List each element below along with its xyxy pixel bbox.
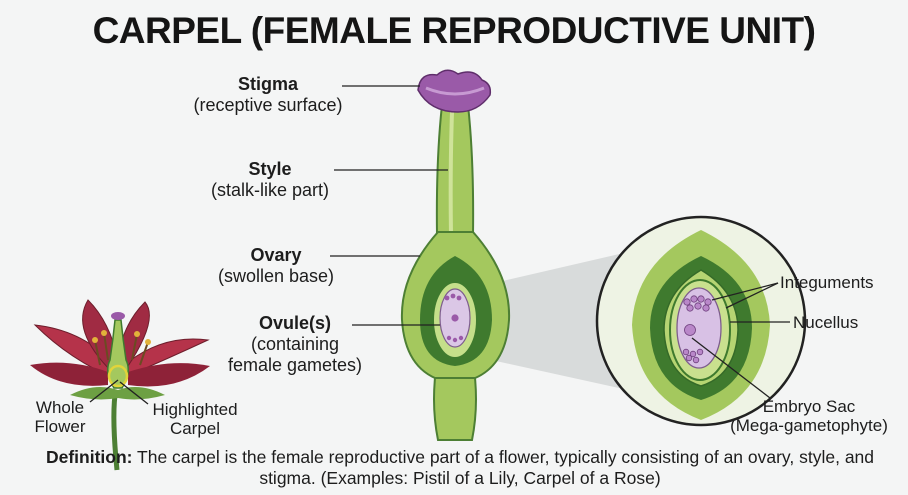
ovule-desc-1: (containing [250,334,340,354]
ovule-label: Ovule(s) (containing female gametes) [220,313,370,376]
whole-flower-label: Whole Flower [22,398,98,436]
style-name: Style [248,159,292,179]
highlighted-carpel-line-2: Carpel [169,419,221,438]
whole-flower [30,299,210,471]
definition-body: The carpel is the female reproductive pa… [137,447,875,488]
embryo-sac-name: Embryo Sac [762,397,856,416]
highlighted-carpel-label: Highlighted Carpel [140,400,250,438]
style-label: Style (stalk-like part) [190,159,350,201]
whole-flower-line-1: Whole [35,398,85,417]
stigma-shape [417,69,492,113]
embryo-sac-label: Embryo Sac (Mega-gametophyte) [716,397,902,435]
leader-lines [89,85,790,405]
stigma-desc: (receptive surface) [193,95,343,115]
egg-apparatus-cells [682,295,712,364]
definition-text: Definition: The carpel is the female rep… [40,447,880,489]
page-title: CARPEL (FEMALE REPRODUCTIVE UNIT) [92,10,816,51]
stigma-label: Stigma (receptive surface) [178,74,358,116]
whole-flower-line-2: Flower [34,417,86,436]
highlighted-carpel-line-1: Highlighted [152,400,238,419]
pedicel [433,377,477,441]
ovary-name: Ovary [250,245,302,265]
style-desc: (stalk-like part) [210,180,330,200]
ovary-desc: (swollen base) [217,266,335,286]
integuments-label: Integuments [780,273,874,292]
ovule-name: Ovule(s) [258,313,332,333]
embryo-sac-note: (Mega-gametophyte) [730,416,888,435]
definition-term: Definition: [45,447,133,467]
stigma-name: Stigma [237,74,298,94]
nucellus-label: Nucellus [793,313,859,332]
ovary-label: Ovary (swollen base) [196,245,356,287]
ovule-desc-2: female gametes) [227,355,363,375]
